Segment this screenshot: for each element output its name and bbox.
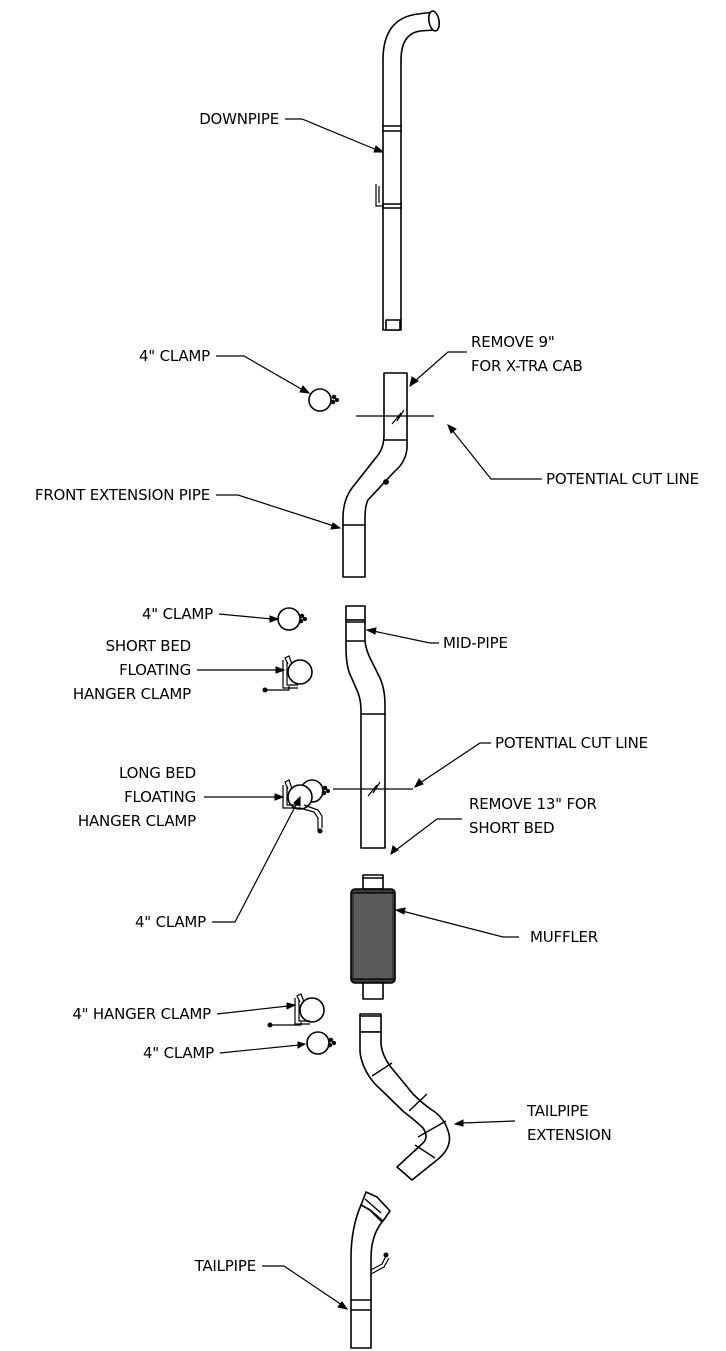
downpipe-label: DOWNPIPE	[199, 110, 279, 128]
remove-13-label-line1: REMOVE 13" FOR	[469, 795, 597, 813]
hanger-clamp-part	[267, 993, 325, 1028]
long-bed-hanger-label-line1: LONG BED	[119, 764, 196, 782]
clamp-4-part	[306, 1031, 336, 1055]
downpipe-part	[375, 10, 441, 331]
short-bed-hanger-label-line1: SHORT BED	[106, 637, 191, 655]
short-bed-hanger-label-line3: HANGER CLAMP	[73, 685, 191, 703]
hanger-clamp-label: 4" HANGER CLAMP	[72, 1005, 211, 1023]
mid-pipe-label: MID-PIPE	[443, 634, 508, 652]
clamp-2-label: 4" CLAMP	[142, 605, 213, 623]
long-bed-hanger-label-line3: HANGER CLAMP	[78, 812, 196, 830]
clamp-4-label: 4" CLAMP	[143, 1044, 214, 1062]
labels: DOWNPIPE 4" CLAMP REMOVE 9" FOR X-TRA CA…	[35, 110, 699, 1275]
tailpipe-part	[350, 1191, 391, 1349]
clamp-1-part	[308, 388, 339, 412]
clamp-2-part	[277, 607, 307, 631]
potential-cut-line-2-label: POTENTIAL CUT LINE	[495, 734, 648, 752]
tailpipe-extension-part	[359, 1013, 451, 1181]
muffler-part	[350, 874, 396, 1000]
tailpipe-extension-label-line1: TAILPIPE	[526, 1102, 588, 1120]
short-bed-hanger-clamp-part	[262, 655, 313, 693]
tailpipe-extension-label-line2: EXTENSION	[527, 1126, 612, 1144]
clamp-1-label: 4" CLAMP	[139, 347, 210, 365]
clamp-3-label: 4" CLAMP	[135, 913, 206, 931]
tailpipe-label: TAILPIPE	[194, 1257, 256, 1275]
long-bed-hanger-label-line2: FLOATING	[124, 788, 196, 806]
front-extension-pipe-label: FRONT EXTENSION PIPE	[35, 486, 210, 504]
short-bed-hanger-label-line2: FLOATING	[119, 661, 191, 679]
leader-lines	[197, 118, 542, 1310]
muffler-label: MUFFLER	[530, 928, 598, 946]
front-extension-pipe-part	[342, 372, 434, 578]
mid-pipe-part	[333, 605, 413, 849]
remove-13-label-line2: SHORT BED	[469, 819, 554, 837]
remove-9-label-line1: REMOVE 9"	[471, 333, 555, 351]
potential-cut-line-1-label: POTENTIAL CUT LINE	[546, 470, 699, 488]
remove-9-label-line2: FOR X-TRA CAB	[471, 357, 583, 375]
